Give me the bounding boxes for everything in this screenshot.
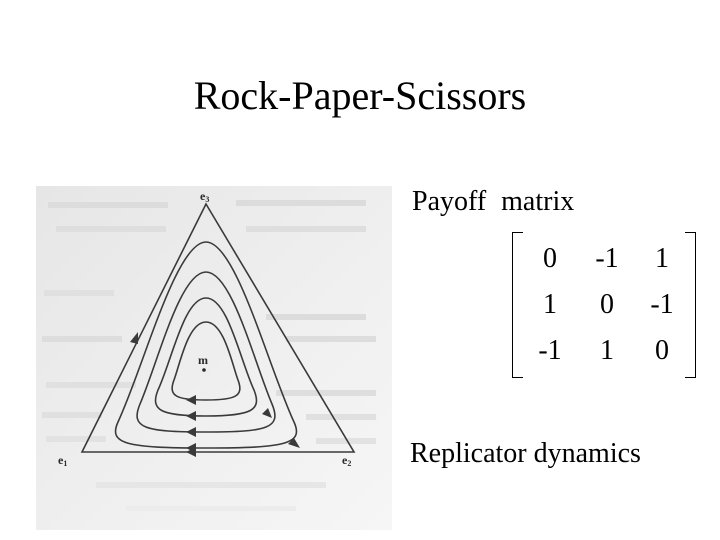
center-point xyxy=(202,368,206,372)
matrix-cell: 0 xyxy=(655,335,669,366)
matrix-bracket-left xyxy=(512,232,523,378)
vertex-e1-label: e1 xyxy=(58,453,67,468)
arrow-bottom-4 xyxy=(186,395,196,405)
slide-title: Rock-Paper-Scissors xyxy=(193,73,527,118)
payoff-label: Payoff matrix xyxy=(412,186,575,217)
replicator-label: Replicator dynamics xyxy=(410,438,641,469)
matrix-cell: 1 xyxy=(600,335,614,366)
orbit-3 xyxy=(154,297,258,417)
matrix-cell: 1 xyxy=(655,243,669,274)
matrix-cell: 0 xyxy=(600,289,614,320)
simplex-figure: e3 e1 e2 m xyxy=(36,186,392,530)
vertex-e3-label: e3 xyxy=(200,189,209,204)
payoff-matrix: 0 -1 1 1 0 -1 -1 1 0 xyxy=(512,232,696,378)
matrix-cell: -1 xyxy=(595,243,619,274)
arrow-left-edge xyxy=(130,332,138,344)
arrow-right-2 xyxy=(262,408,272,418)
orbit-4 xyxy=(171,321,241,401)
matrix-cell: 1 xyxy=(543,289,557,320)
vertex-e2-label: e2 xyxy=(342,453,351,468)
arrow-right-1 xyxy=(288,438,300,448)
arrow-bottom-2 xyxy=(186,427,196,437)
matrix-cell: -1 xyxy=(538,335,562,366)
bleed-through-text xyxy=(42,200,376,511)
arrow-bottom-3 xyxy=(186,411,196,421)
arrow-bottom-edge xyxy=(186,447,196,457)
simplex-diagram: e3 e1 e2 m xyxy=(36,186,392,530)
center-label: m xyxy=(198,353,208,367)
simplex-triangle xyxy=(80,202,356,453)
matrix-bracket-right xyxy=(685,232,696,378)
scan-background xyxy=(36,186,392,530)
orbit-1 xyxy=(114,241,298,449)
matrix-cell: 0 xyxy=(543,243,557,274)
matrix-cell: -1 xyxy=(650,289,674,320)
matrix-grid: 0 -1 1 1 0 -1 -1 1 0 xyxy=(522,236,688,374)
orbit-2 xyxy=(136,271,276,433)
